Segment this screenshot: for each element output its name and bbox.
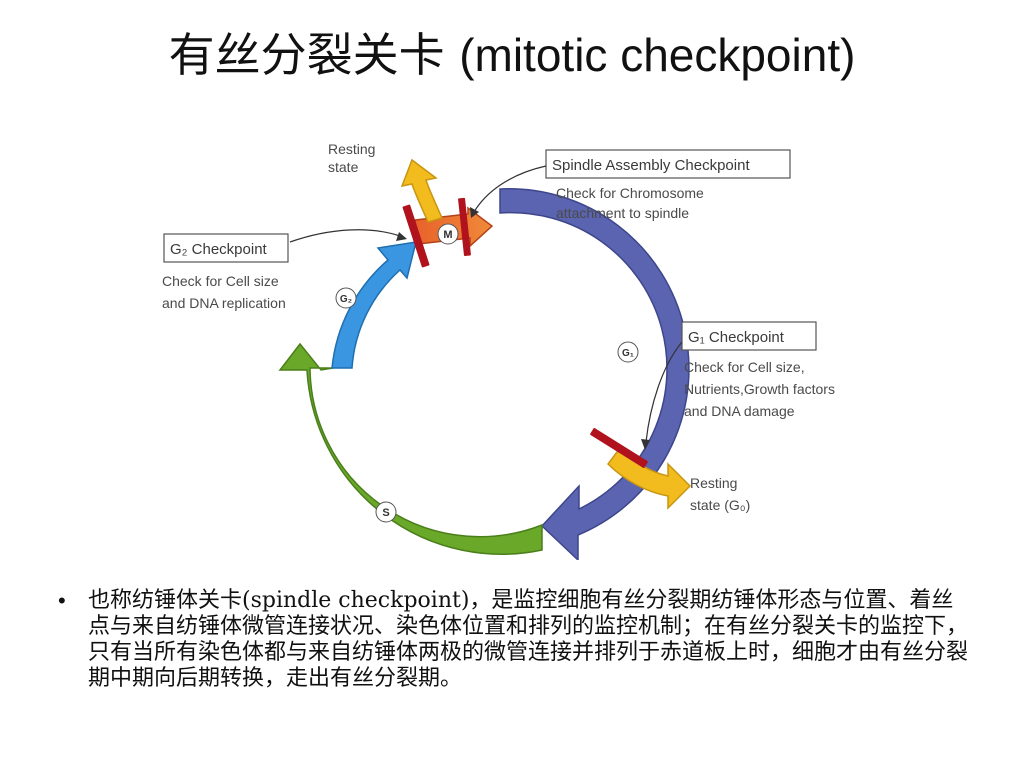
g2-checkpoint-desc-line1: Check for Cell size (162, 273, 279, 289)
resting-state-top-line2: state (328, 159, 359, 175)
s-phase-circle (375, 501, 397, 523)
cell-cycle-svg: M G₂ G₁ S Resting state Spindle Assembly… (162, 141, 835, 560)
g1-checkpoint-desc-line3: and DNA damage (684, 403, 795, 419)
bullet-paragraph: • 也称纺锤体关卡(spindle checkpoint)，是监控细胞有丝分裂期… (58, 588, 968, 692)
g1-checkpoint-pointer (645, 341, 683, 443)
slide-title: 有丝分裂关卡 (mitotic checkpoint) (0, 28, 1024, 83)
spindle-checkpoint-box (545, 149, 791, 179)
g2-phase-circle (335, 287, 357, 309)
g1-phase-arc (499, 188, 690, 560)
g1-checkpoint-box (681, 321, 817, 351)
g1-checkpoint-desc-line1: Check for Cell size, (684, 359, 805, 375)
spindle-checkpoint-title: Spindle Assembly Checkpoint (552, 157, 750, 174)
g2-checkpoint-bar (402, 204, 430, 268)
g2-checkpoint-pointer (289, 229, 401, 243)
g1-checkpoint-pointer-head (641, 439, 650, 450)
s-phase-arc (278, 342, 543, 555)
spindle-checkpoint-bar (458, 197, 471, 257)
g2-checkpoint-desc-line2: and DNA replication (162, 295, 286, 311)
m-phase-label: M (443, 229, 452, 241)
spindle-checkpoint-pointer-head (470, 207, 479, 218)
s-phase-label: S (382, 507, 389, 519)
spindle-checkpoint-desc-line1: Check for Chromosome (556, 185, 704, 201)
slide-title-chinese: 有丝分裂关卡 (168, 28, 460, 82)
g1-checkpoint-title: G₁ Checkpoint (688, 329, 785, 346)
g1-checkpoint-desc-line2: Nutrients,Growth factors (684, 381, 835, 397)
g2-phase-arc (331, 241, 418, 369)
g2-checkpoint-title: G₂ Checkpoint (170, 241, 268, 258)
slide-title-english: (mitotic checkpoint) (459, 29, 856, 81)
spindle-checkpoint-pointer (473, 165, 547, 213)
g1-phase-circle (617, 341, 639, 363)
bullet-marker: • (58, 588, 66, 613)
m-phase-circle (437, 223, 459, 245)
g2-checkpoint-box (163, 233, 289, 263)
resting-state-g0-line2: state (G₀) (690, 497, 750, 513)
resting-state-g0-line1: Resting (690, 475, 737, 491)
cell-cycle-diagram: M G₂ G₁ S Resting state Spindle Assembly… (150, 130, 890, 560)
bullet-text: 也称纺锤体关卡(spindle checkpoint)，是监控细胞有丝分裂期纺锤… (88, 588, 969, 691)
g1-phase-label: G₁ (622, 348, 634, 359)
g2-phase-label: G₂ (340, 294, 352, 305)
spindle-checkpoint-desc-line2: attachment to spindle (556, 205, 689, 221)
g1-checkpoint-bar (590, 428, 648, 468)
resting-state-top-line1: Resting (328, 141, 375, 157)
g2-checkpoint-pointer-head (396, 232, 407, 241)
resting-state-top-arrow (400, 158, 444, 223)
